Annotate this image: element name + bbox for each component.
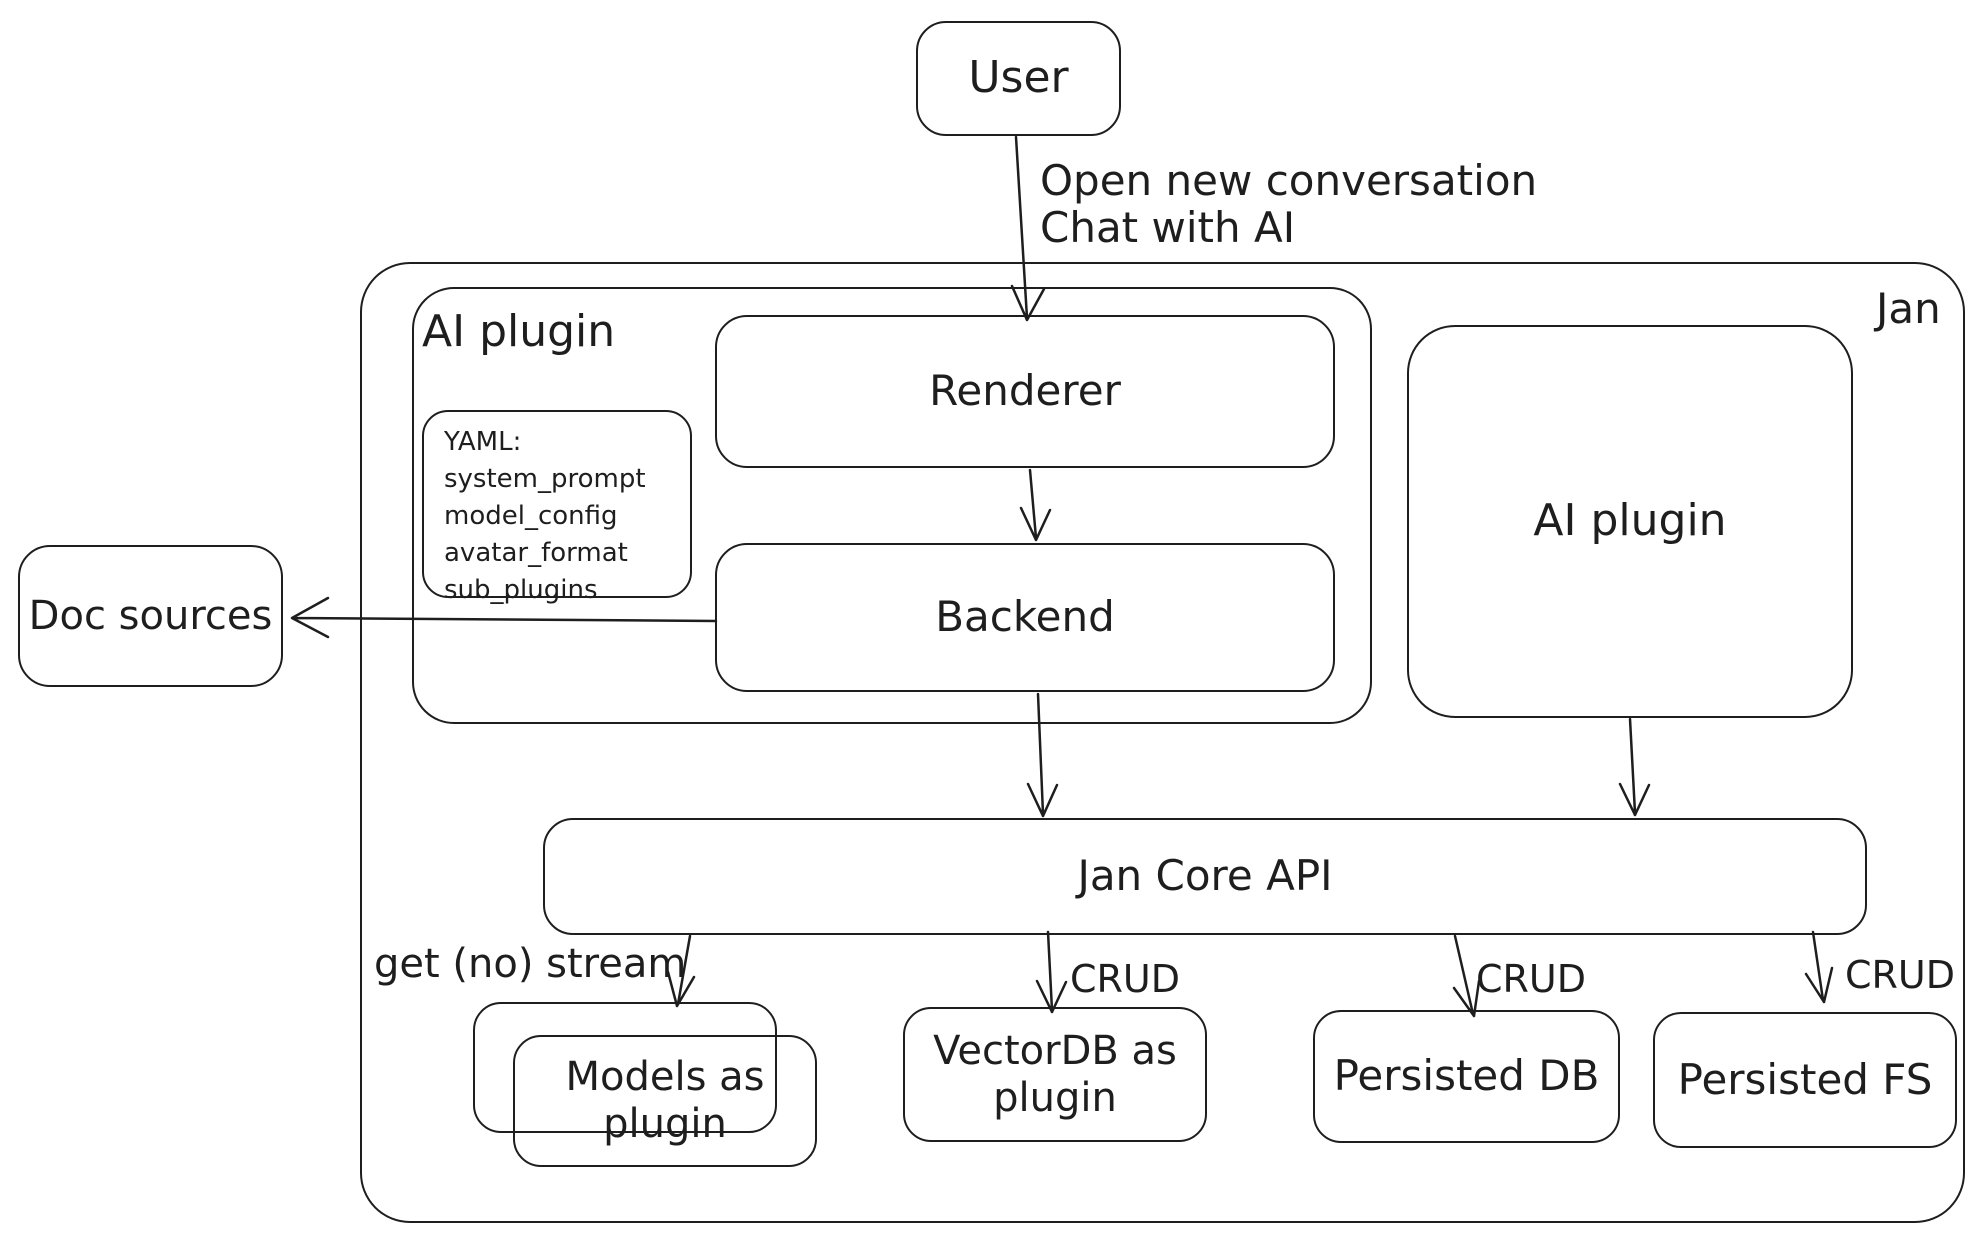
jan-core-api-node-label: Jan Core API <box>1077 851 1333 901</box>
vectordb-node-label-line2: plugin <box>993 1074 1117 1121</box>
persisted-db-node: Persisted DB <box>1313 1010 1620 1143</box>
jan-core-api-node: Jan Core API <box>543 818 1867 935</box>
yaml-note-item: sub_plugins <box>444 575 598 605</box>
edge-label-crud-persisted-db: CRUD <box>1476 957 1587 1001</box>
ai-plugin-container-label: AI plugin <box>422 306 616 357</box>
persisted-fs-node-label: Persisted FS <box>1677 1054 1933 1104</box>
edge-label-get-no-stream: get (no) stream <box>374 941 687 987</box>
vectordb-node-label-line1: VectorDB as <box>933 1027 1177 1074</box>
persisted-db-node-label: Persisted DB <box>1333 1051 1600 1101</box>
doc-sources-node: Doc sources <box>18 545 283 687</box>
backend-node-label: Backend <box>935 592 1115 642</box>
jan-container-label: Jan <box>1876 284 1941 333</box>
persisted-fs-node: Persisted FS <box>1653 1012 1957 1148</box>
yaml-note-text: YAML: system_prompt model_config avatar_… <box>444 424 646 609</box>
backend-node: Backend <box>715 543 1335 692</box>
yaml-note-item: system_prompt <box>444 464 646 494</box>
models-node-back-box <box>473 1002 777 1133</box>
yaml-note-title: YAML: <box>444 427 522 457</box>
vectordb-node: VectorDB as plugin <box>903 1007 1207 1142</box>
user-node: User <box>916 21 1121 136</box>
user-node-label: User <box>968 52 1069 104</box>
yaml-note-item: avatar_format <box>444 538 628 568</box>
edge-label-crud-persisted-fs: CRUD <box>1845 953 1956 997</box>
renderer-node-label: Renderer <box>929 366 1121 416</box>
renderer-node: Renderer <box>715 315 1335 468</box>
models-node: Models as plugin <box>513 1035 817 1167</box>
ai-plugin-right-node-label: AI plugin <box>1533 495 1727 547</box>
yaml-note-item: model_config <box>444 501 618 531</box>
edge-label-chat-with-ai: Chat with AI <box>1040 203 1296 252</box>
yaml-note: YAML: system_prompt model_config avatar_… <box>422 410 692 605</box>
ai-plugin-container-box <box>412 287 1372 724</box>
ai-plugin-right-node: AI plugin <box>1407 325 1853 718</box>
doc-sources-node-label: Doc sources <box>28 593 273 639</box>
jan-container-box <box>360 262 1965 1223</box>
models-node-label-line1: Models as <box>565 1054 765 1100</box>
models-node-label-line2: plugin <box>603 1101 727 1147</box>
edge-label-crud-vectordb: CRUD <box>1070 957 1181 1001</box>
edge-label-open-conversation: Open new conversation <box>1040 156 1538 205</box>
